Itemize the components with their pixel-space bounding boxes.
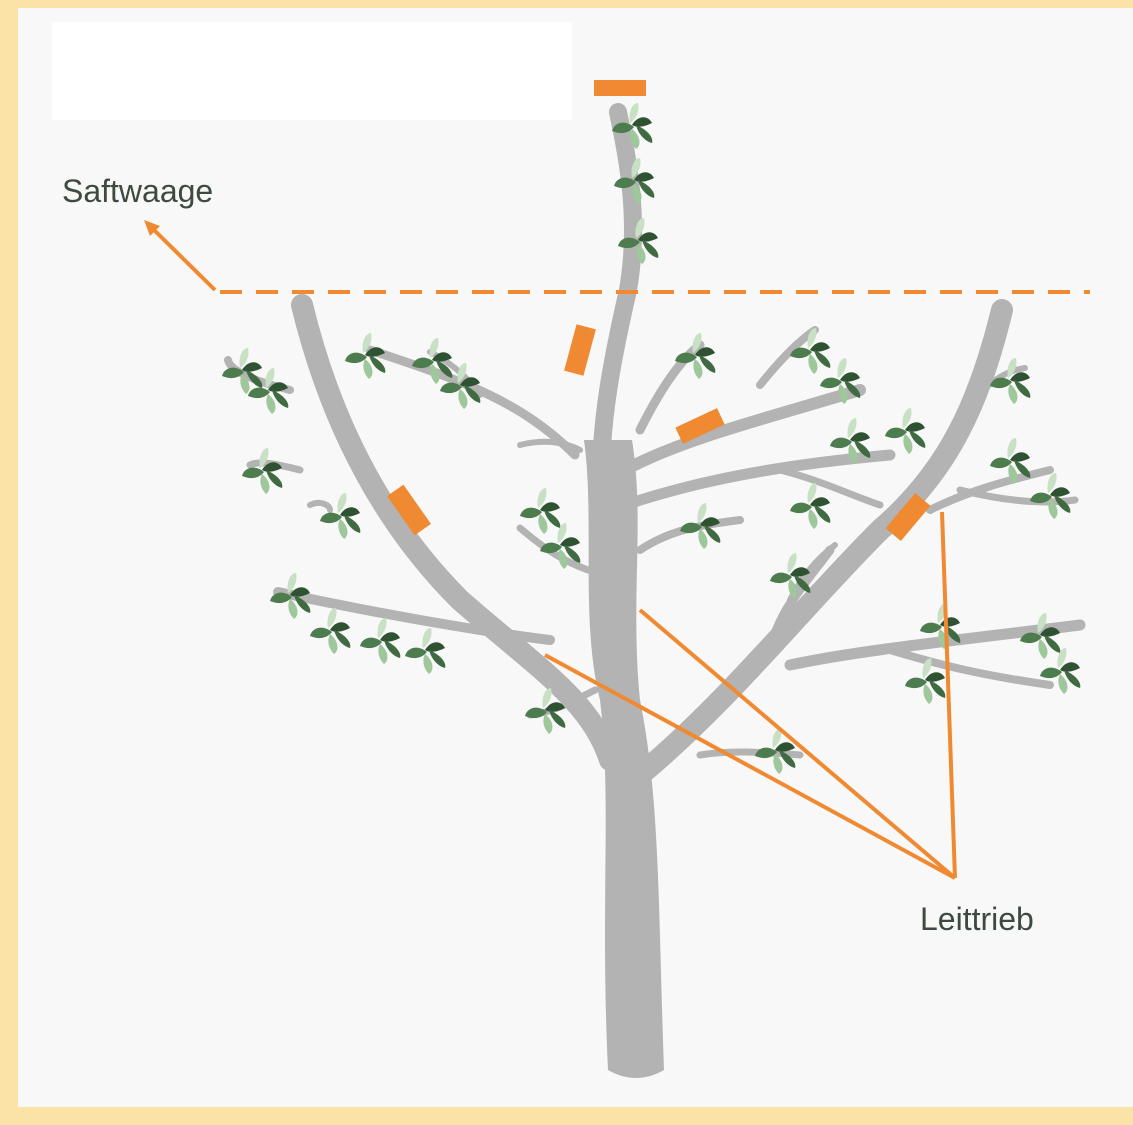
blank-label-box xyxy=(52,22,572,120)
saftwaage-pointer xyxy=(148,224,217,292)
cut-marker-top xyxy=(594,80,646,96)
cut-marker-center xyxy=(564,324,596,376)
leittrieb-label: Leittrieb xyxy=(920,901,1034,937)
saftwaage-label: Saftwaage xyxy=(62,173,213,209)
cut-marker-left-leader xyxy=(387,484,431,536)
tree-trunk xyxy=(584,440,664,1078)
leittrieb-pointers xyxy=(544,511,957,880)
tree-branches xyxy=(224,326,1086,759)
saftwaage-indicator xyxy=(144,220,1090,294)
saftwaage-arrowhead xyxy=(144,220,160,236)
cut-marker-right-branch xyxy=(675,408,725,444)
cut-markers xyxy=(387,80,931,542)
tree-leaders xyxy=(291,103,1013,786)
cut-marker-right-leader xyxy=(885,492,931,542)
